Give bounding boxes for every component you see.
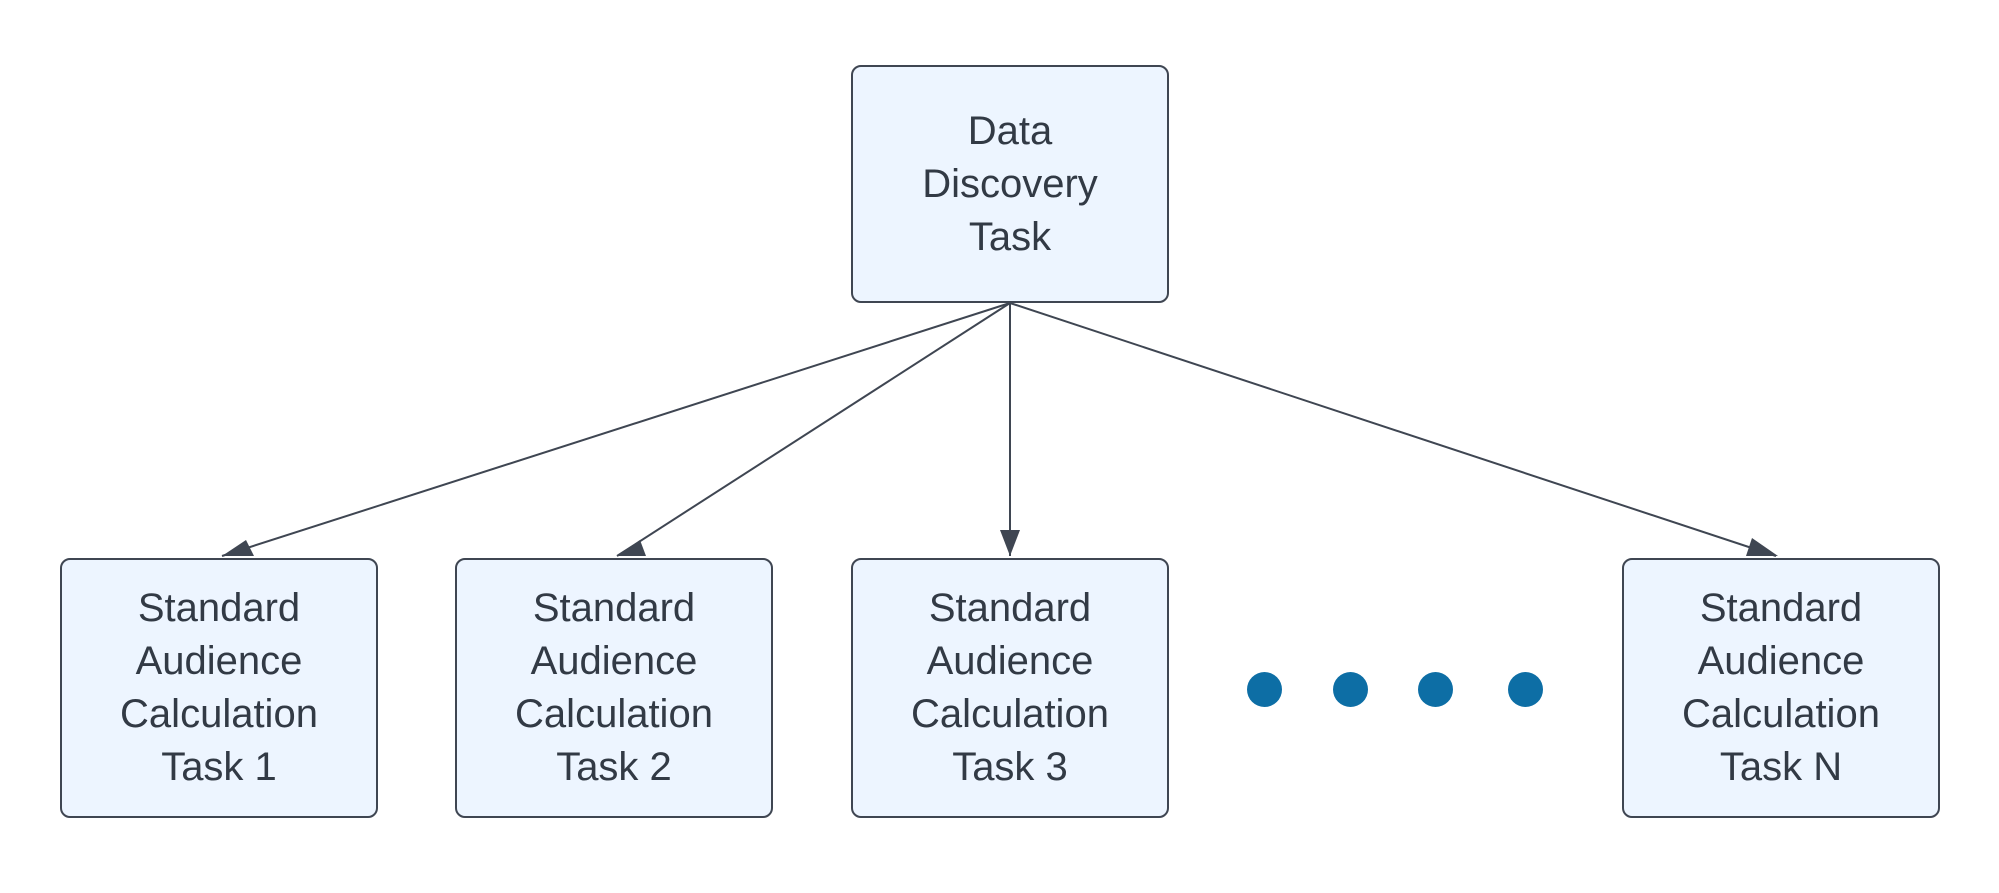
- connector-root-to-task-n: [1009, 302, 1777, 557]
- ellipsis-dot-icon: [1333, 672, 1368, 707]
- ellipsis-dot-icon: [1508, 672, 1543, 707]
- ellipsis-dot-icon: [1247, 672, 1282, 707]
- audience-calculation-task-n-node[interactable]: Standard Audience Calculation Task N: [1622, 558, 1940, 818]
- ellipsis-dot-icon: [1418, 672, 1453, 707]
- connector-root-to-task-1: [221, 302, 1011, 557]
- data-discovery-task-node[interactable]: Data Discovery Task: [851, 65, 1169, 303]
- arrowhead-task-2: [617, 540, 646, 556]
- audience-calculation-task-1-node[interactable]: Standard Audience Calculation Task 1: [60, 558, 378, 818]
- audience-calculation-task-3-node[interactable]: Standard Audience Calculation Task 3: [851, 558, 1169, 818]
- arrowhead-task-n: [1746, 538, 1778, 556]
- arrowhead-task-3: [1000, 530, 1020, 556]
- audience-calculation-task-2-node[interactable]: Standard Audience Calculation Task 2: [455, 558, 773, 818]
- arrowhead-task-1: [222, 540, 254, 556]
- connector-root-to-task-2: [616, 302, 1011, 557]
